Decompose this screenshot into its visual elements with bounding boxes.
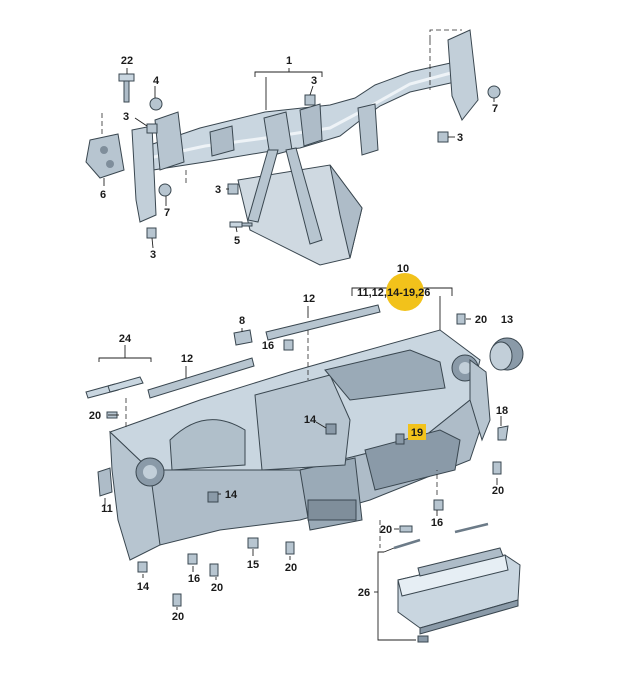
callout-1: 1 [286, 55, 292, 67]
clip-3a [146, 123, 158, 134]
clip-3b [146, 227, 157, 239]
nut-7a [158, 183, 172, 197]
callout-18: 18 [496, 405, 508, 417]
callout-10-sub-b: 14-19 [387, 287, 415, 299]
airbag-module-box [237, 164, 363, 266]
screw-19 [395, 433, 405, 445]
clip-3d [227, 183, 239, 195]
callout-16a: 16 [262, 340, 274, 352]
callout-20a: 20 [89, 410, 101, 422]
callout-12a: 12 [303, 293, 315, 305]
clip-16b [433, 499, 444, 511]
screw-20c [492, 461, 502, 475]
callout-19: 19 [411, 427, 423, 439]
left-mount-plate-6 [85, 133, 125, 179]
callout-14a: 14 [304, 414, 317, 426]
callout-20d: 20 [380, 524, 392, 536]
callout-5: 5 [234, 235, 240, 247]
cover-24 [85, 376, 144, 399]
callout-7a: 7 [164, 207, 170, 219]
clip-3c [304, 94, 316, 106]
highlight-marker [386, 273, 426, 440]
callout-3c: 3 [311, 75, 317, 87]
callout-10: 10 [397, 263, 409, 275]
callout-3d: 3 [215, 184, 221, 196]
clip-14a [325, 423, 337, 435]
callout-22: 22 [121, 55, 133, 67]
callout-12b: 12 [181, 353, 193, 365]
callout-20f: 20 [285, 562, 297, 574]
hinge-rod-26 [393, 522, 489, 643]
callout-labels: 1 22 4 3 3 6 7 3 3 5 7 3 10 11,12,14-19,… [89, 55, 513, 623]
clip-14b [207, 491, 219, 503]
callout-3a: 3 [123, 111, 129, 123]
clip-14c [137, 561, 148, 573]
screw-20g [172, 593, 182, 607]
screw-20f [285, 541, 295, 555]
callout-15: 15 [247, 559, 259, 571]
callout-3e: 3 [457, 132, 463, 144]
callout-10-sub: 11,12,14-19,26 [357, 287, 430, 299]
nut-7b [487, 85, 501, 99]
callout-10-sub-c: ,26 [415, 287, 430, 299]
clip-16c [187, 553, 198, 565]
callout-11: 11 [101, 503, 113, 515]
clip-18 [497, 425, 509, 441]
callout-10-sub-a: 11,12, [357, 287, 387, 299]
callout-16c: 16 [188, 573, 200, 585]
callout-4: 4 [153, 75, 160, 87]
bolt-22 [118, 73, 135, 103]
cross-member [131, 29, 479, 245]
callout-20g: 20 [172, 611, 184, 623]
block-8 [233, 329, 253, 346]
cover-13 [489, 337, 524, 371]
callout-7b: 7 [492, 103, 498, 115]
callout-16b: 16 [431, 517, 443, 529]
clip-3e [437, 131, 449, 143]
screw-20b [456, 313, 466, 325]
vent-grille-11 [97, 467, 113, 497]
callout-20b: 20 [475, 314, 487, 326]
dashboard-panel [109, 329, 491, 561]
cover-strip-12-upper [265, 304, 381, 341]
glove-box-26 [397, 547, 521, 635]
screw-5 [229, 221, 253, 228]
callout-8: 8 [239, 315, 245, 327]
callout-6: 6 [100, 189, 106, 201]
screw-20d [399, 525, 413, 533]
callout-14b: 14 [225, 489, 238, 501]
callout-14c: 14 [137, 581, 150, 593]
clip-15 [247, 537, 259, 549]
clip-16a [283, 339, 294, 351]
callout-20e: 20 [211, 582, 223, 594]
screw-20e [209, 563, 219, 577]
callout-20c: 20 [492, 485, 504, 497]
callout-3b: 3 [150, 249, 156, 261]
callout-26: 26 [358, 587, 370, 599]
cover-strip-12-left [147, 357, 255, 399]
nut-4 [149, 97, 163, 111]
callout-24: 24 [119, 333, 132, 345]
callout-13: 13 [501, 314, 513, 326]
